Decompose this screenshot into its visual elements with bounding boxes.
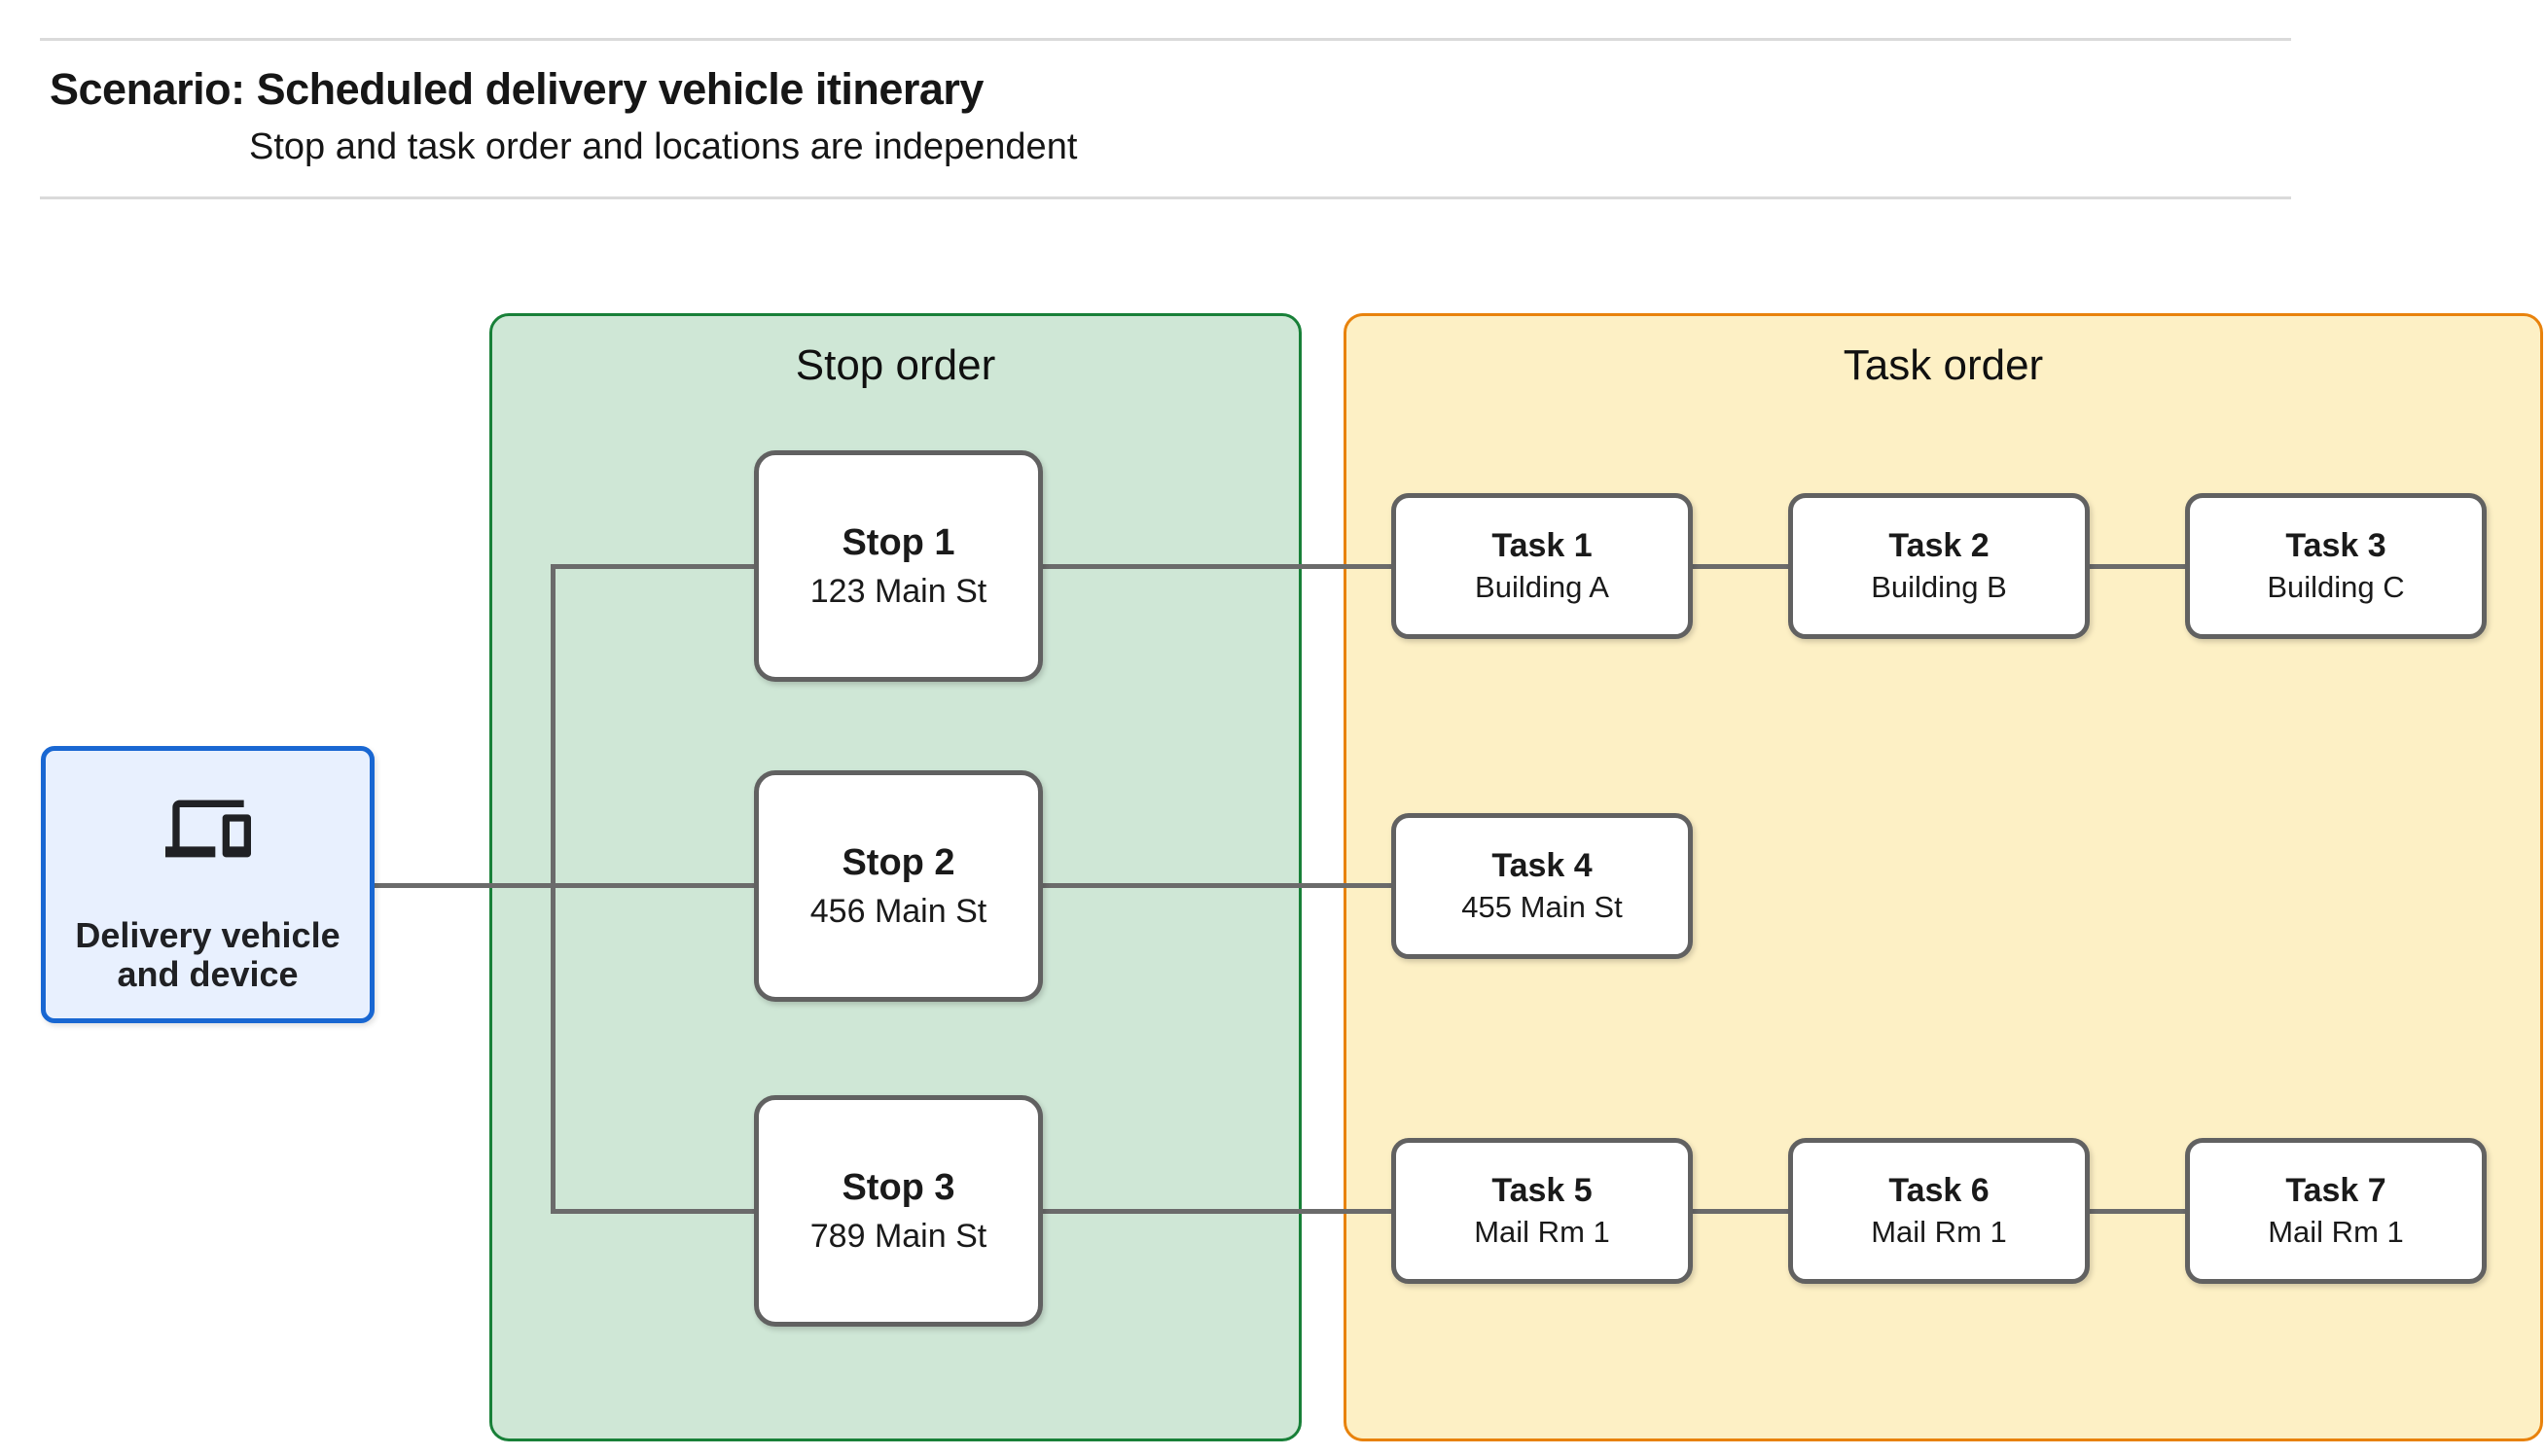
page-title: Scenario: Scheduled delivery vehicle iti… xyxy=(50,64,984,114)
task-3-title: Task 3 xyxy=(2285,527,2386,564)
connector-stop1-to-task1 xyxy=(1043,564,1391,569)
task-7-location: Mail Rm 1 xyxy=(2268,1215,2404,1249)
task-1-node: Task 1 Building A xyxy=(1391,493,1693,639)
connector-task6-to-task7 xyxy=(2090,1209,2185,1214)
task-5-location: Mail Rm 1 xyxy=(1474,1215,1610,1249)
task-2-node: Task 2 Building B xyxy=(1788,493,2090,639)
task-3-location: Building C xyxy=(2267,570,2405,604)
stop-3-address: 789 Main St xyxy=(809,1217,987,1255)
connector-trunk-vertical xyxy=(551,564,556,1214)
header-divider-bottom xyxy=(40,196,2291,199)
connector-trunk-to-stop1 xyxy=(551,564,754,569)
connector-trunk-to-stop3 xyxy=(551,1209,754,1214)
stop-2-address: 456 Main St xyxy=(809,892,987,930)
connector-task2-to-task3 xyxy=(2090,564,2185,569)
task-3-node: Task 3 Building C xyxy=(2185,493,2487,639)
task-7-title: Task 7 xyxy=(2285,1172,2386,1209)
stop-1-node: Stop 1 123 Main St xyxy=(754,450,1043,682)
task-2-title: Task 2 xyxy=(1888,527,1990,564)
task-order-group-title: Task order xyxy=(1843,341,2044,389)
devices-icon xyxy=(164,786,251,871)
stop-3-node: Stop 3 789 Main St xyxy=(754,1095,1043,1327)
stop-1-address: 123 Main St xyxy=(809,572,987,610)
task-7-node: Task 7 Mail Rm 1 xyxy=(2185,1138,2487,1284)
delivery-node-label: Delivery vehicle and device xyxy=(75,915,341,994)
stop-1-title: Stop 1 xyxy=(842,521,955,563)
connector-delivery-to-stop2 xyxy=(375,883,754,888)
task-4-title: Task 4 xyxy=(1491,847,1593,884)
stop-2-node: Stop 2 456 Main St xyxy=(754,770,1043,1002)
task-1-location: Building A xyxy=(1475,570,1609,604)
task-4-location: 455 Main St xyxy=(1461,890,1623,924)
connector-stop2-to-task4 xyxy=(1043,883,1391,888)
task-5-node: Task 5 Mail Rm 1 xyxy=(1391,1138,1693,1284)
task-1-title: Task 1 xyxy=(1491,527,1593,564)
stop-order-group-title: Stop order xyxy=(795,341,996,389)
stop-3-title: Stop 3 xyxy=(842,1166,955,1208)
page-subtitle: Stop and task order and locations are in… xyxy=(249,126,1078,167)
task-6-node: Task 6 Mail Rm 1 xyxy=(1788,1138,2090,1284)
task-6-location: Mail Rm 1 xyxy=(1871,1215,2007,1249)
connector-task5-to-task6 xyxy=(1693,1209,1788,1214)
task-6-title: Task 6 xyxy=(1888,1172,1990,1209)
delivery-vehicle-node: Delivery vehicle and device xyxy=(41,746,375,1023)
header-divider-top xyxy=(40,38,2291,41)
task-2-location: Building B xyxy=(1871,570,2007,604)
task-4-node: Task 4 455 Main St xyxy=(1391,813,1693,959)
stop-2-title: Stop 2 xyxy=(842,841,955,883)
connector-stop3-to-task5 xyxy=(1043,1209,1391,1214)
connector-task1-to-task2 xyxy=(1693,564,1788,569)
task-5-title: Task 5 xyxy=(1491,1172,1593,1209)
